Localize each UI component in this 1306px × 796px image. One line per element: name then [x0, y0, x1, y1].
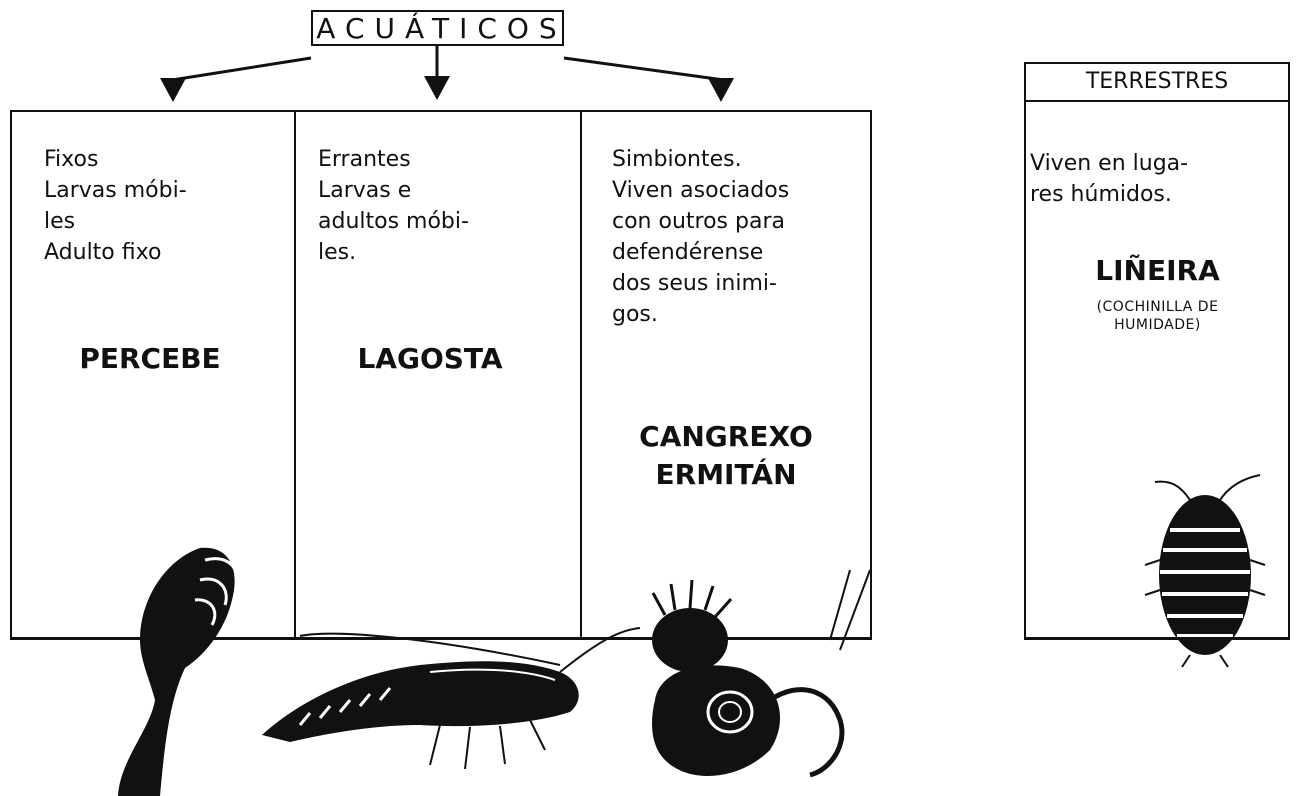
aquatic-title: ACUÁTICOS: [316, 11, 567, 45]
column-1-description: Fixos Larvas móbi- les Adulto fixo: [44, 147, 187, 265]
column-divider: [294, 110, 296, 640]
terrestrial-name: LIÑEIRA: [1095, 254, 1220, 287]
column-2-name: LAGOSTA: [357, 342, 503, 375]
terrestrial-header-label: TERRESTRES: [1085, 68, 1229, 94]
lobster-icon: [262, 627, 641, 770]
aquatic-title-box: ACUÁTICOS: [311, 10, 564, 46]
column-3-name: CANGREXO ERMITÁN: [639, 420, 813, 491]
terrestrial-description: Viven en luga- res húmidos.: [1030, 151, 1189, 207]
barnacle-icon: [118, 547, 238, 796]
column-3-description: Simbiontes. Viven asociados con outros p…: [612, 147, 790, 327]
aquatic-table: [10, 110, 872, 640]
connector-arrows: [160, 46, 734, 102]
terrestrial-box: [1024, 62, 1290, 640]
terrestrial-header: TERRESTRES: [1024, 62, 1290, 102]
hermit-crab-icon: [651, 569, 871, 778]
column-divider: [580, 110, 582, 640]
column-1-name: PERCEBE: [79, 342, 221, 375]
terrestrial-subname: (COCHINILLA DE HUMIDADE): [1096, 299, 1219, 333]
woodlouse-icon: [1144, 474, 1266, 668]
column-2-description: Errantes Larvas e adultos móbi- les.: [318, 147, 469, 265]
